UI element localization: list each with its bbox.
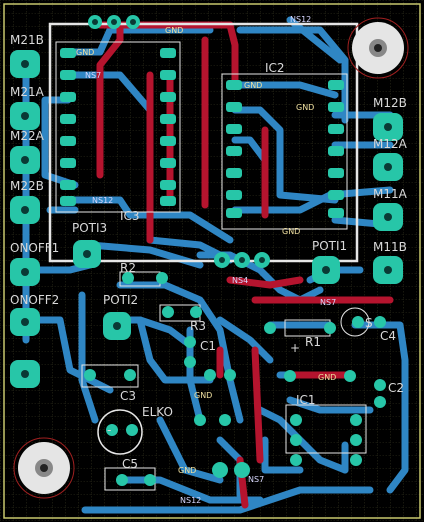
net-label-7: NS12 <box>92 196 113 205</box>
label-ic2: IC2 <box>265 61 285 75</box>
net-label-11: GND <box>318 373 336 382</box>
net-label-10: GND <box>282 227 300 236</box>
drill-holes <box>21 19 392 378</box>
net-label-8: NS4 <box>232 276 248 285</box>
label-r1: R1 <box>305 335 321 349</box>
net-label-5: GND <box>244 81 262 90</box>
net-label-15: GND <box>194 391 212 400</box>
label-poti3: POTI3 <box>72 221 107 235</box>
ic1-pin-s: S <box>365 316 373 330</box>
label-m11b: M11B <box>373 240 407 254</box>
net-label-13: NS12 <box>180 496 201 505</box>
label-c2: C2 <box>388 381 404 395</box>
label-m12a: M12A <box>373 137 408 151</box>
component-labels: M21B M21A M22A M22B ONOFF1 ONOFF2 M12B M… <box>10 33 408 471</box>
label-onoff1: ONOFF1 <box>10 241 59 255</box>
label-elko: ELKO <box>142 405 173 419</box>
label-onoff2: ONOFF2 <box>10 293 59 307</box>
net-label-6: GND <box>296 103 314 112</box>
label-r3: R3 <box>190 319 206 333</box>
ic1-pin-minus: - <box>107 423 111 437</box>
label-poti1: POTI1 <box>312 239 347 253</box>
label-c3: C3 <box>120 389 136 403</box>
label-m11a: M11A <box>373 187 408 201</box>
label-ic3: IC3 <box>120 209 140 223</box>
label-c5: C5 <box>122 457 138 471</box>
ic1-pin-plus: + <box>290 341 300 355</box>
net-label-3: NS7 <box>85 71 101 80</box>
net-label-4: GND <box>76 48 94 57</box>
net-label-2: NS12 <box>290 15 311 24</box>
net-label-9: NS7 <box>320 298 336 307</box>
board-outline <box>3 3 421 519</box>
label-m21a: M21A <box>10 85 45 99</box>
label-c1: C1 <box>200 339 216 353</box>
ic1-pin-markers: + S - <box>107 316 373 437</box>
label-m22a: M22A <box>10 129 45 143</box>
label-m21b: M21B <box>10 33 44 47</box>
net-label-1: GND <box>165 26 183 35</box>
label-r2: R2 <box>120 261 136 275</box>
net-label-14: NS7 <box>248 475 264 484</box>
label-c4: C4 <box>380 329 396 343</box>
silkscreen-outlines <box>13 17 409 499</box>
net-labels: GND NS12 NS7 GND GND GND NS12 NS4 NS7 GN… <box>76 15 336 505</box>
label-m22b: M22B <box>10 179 44 193</box>
label-poti2: POTI2 <box>103 293 138 307</box>
net-label-12: GND <box>178 466 196 475</box>
label-ic1: IC1 <box>296 393 316 407</box>
mounting-holes <box>18 22 404 494</box>
label-m12b: M12B <box>373 96 407 110</box>
